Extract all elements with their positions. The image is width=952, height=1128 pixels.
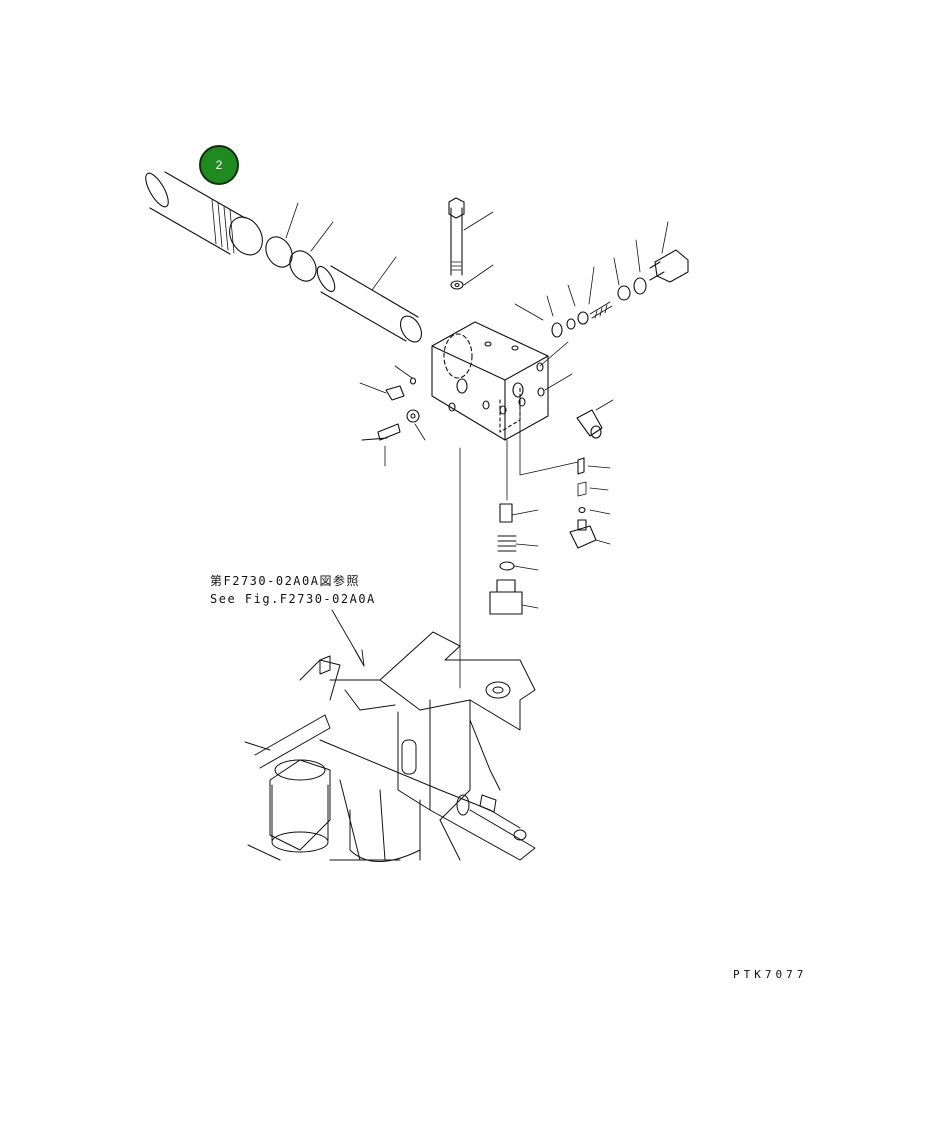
right-fitting — [576, 399, 614, 439]
drawing-code: PTK7077 — [733, 968, 808, 981]
reference-note-english: See Fig.F2730-02A0A — [210, 592, 376, 606]
plug-stack — [489, 439, 539, 615]
o-ring-2 — [289, 250, 317, 282]
o-ring-1 — [265, 236, 293, 268]
valve-block — [431, 321, 573, 441]
reference-arrow — [331, 609, 365, 667]
relief-valve-parts — [514, 221, 689, 338]
callout-number: 2 — [215, 158, 223, 172]
long-bolt — [448, 197, 494, 290]
part-callout-badge[interactable]: 2 — [199, 145, 239, 185]
machine-frame — [244, 631, 536, 863]
cylinder-rod — [316, 256, 423, 343]
threaded-sleeve — [145, 171, 263, 256]
check-valve-parts — [519, 395, 611, 549]
reference-note-japanese: 第F2730-02A0A図参照 — [210, 574, 360, 588]
left-bolts-washers — [359, 365, 426, 467]
